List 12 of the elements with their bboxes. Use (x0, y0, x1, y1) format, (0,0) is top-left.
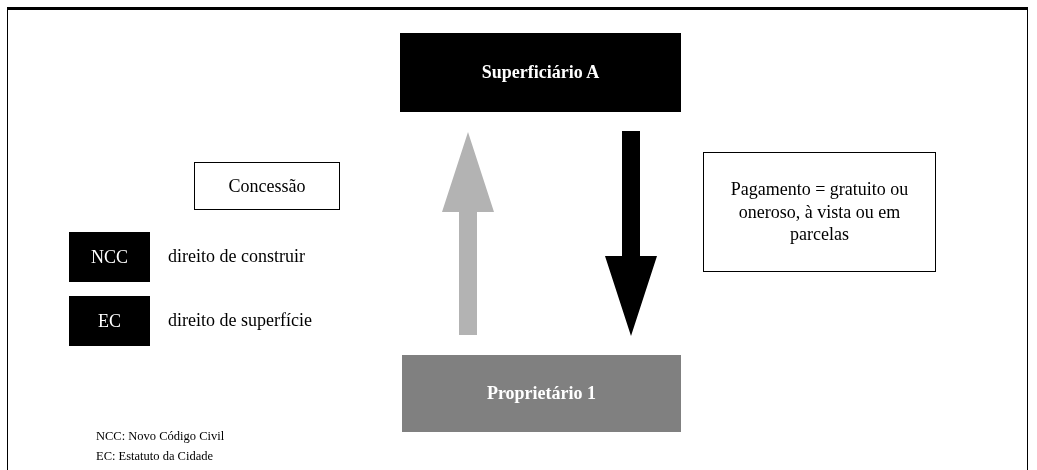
block-arrow (442, 132, 494, 335)
text-box: Proprietário 1 (402, 355, 681, 432)
footnote-text: EC: Estatuto da Cidade (96, 449, 213, 464)
description-text: direito de construir (168, 246, 305, 267)
text-box: Superficiário A (400, 33, 681, 112)
text-box: Concessão (194, 162, 340, 210)
description-text: direito de superfície (168, 310, 312, 331)
block-arrow (605, 131, 657, 336)
abbreviation-box: EC (69, 296, 150, 346)
footnote-text: NCC: Novo Código Civil (96, 429, 225, 444)
abbreviation-box: NCC (69, 232, 150, 282)
text-box: Pagamento = gratuito ou oneroso, à vista ou em parcelas (703, 152, 936, 272)
